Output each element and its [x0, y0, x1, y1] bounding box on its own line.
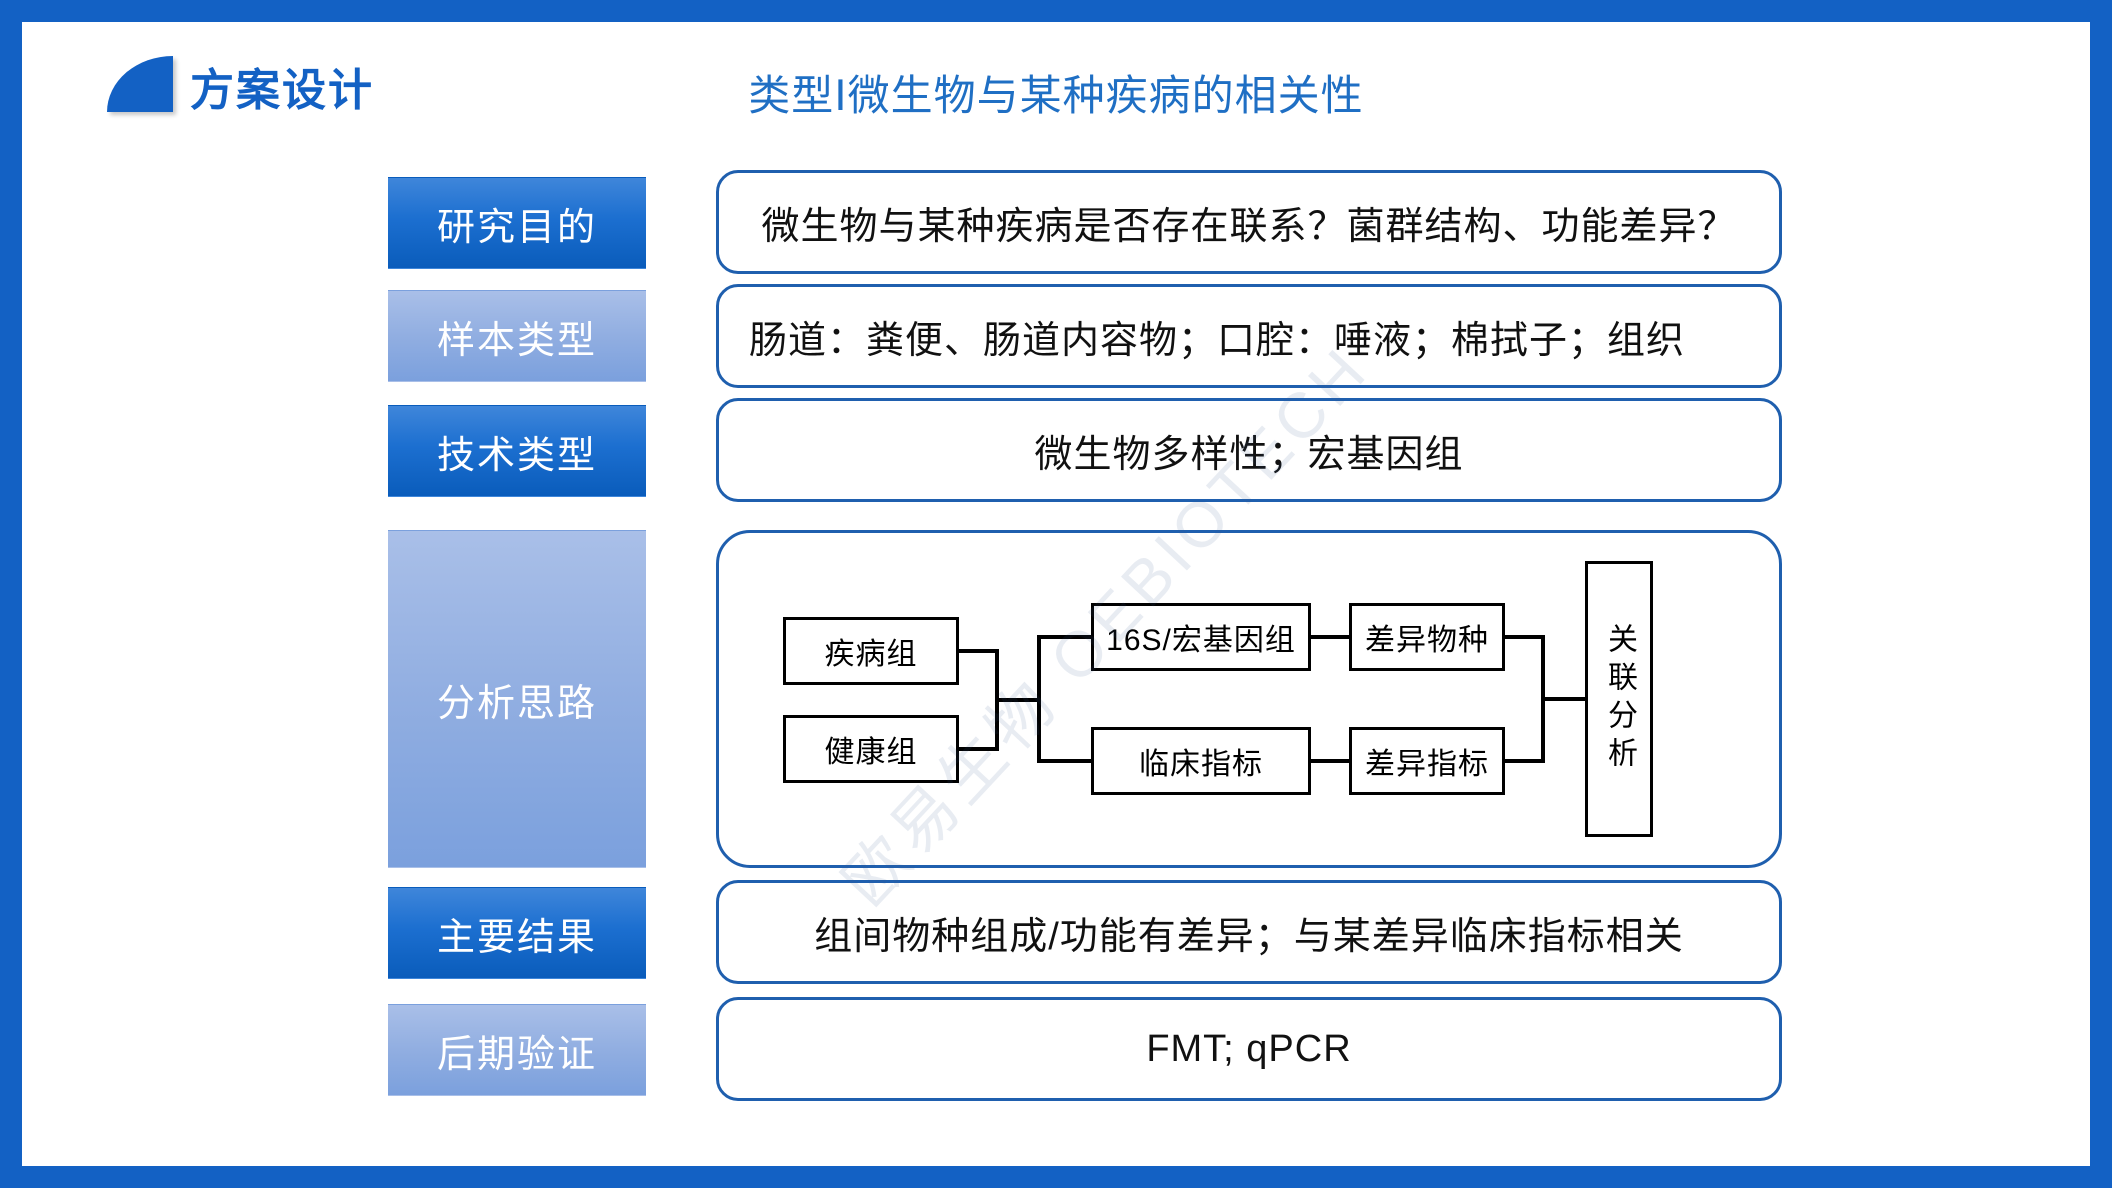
flow-node-clinical-index: 临床指标: [1091, 727, 1311, 795]
row-label-text: 分析思路: [436, 682, 597, 725]
row-content-text: 肠道：粪便、肠道内容物；口腔：唾液；棉拭子；组织: [749, 319, 1686, 362]
row-content-text: 微生物多样性；宏基因组: [1034, 433, 1464, 476]
flow-node-label: 临床指标: [1139, 748, 1263, 781]
row-label-research-purpose: 研究目的: [388, 177, 646, 269]
flow-node-label: 差异物种: [1365, 624, 1489, 657]
flow-node-correlation-analysis: 关联分析: [1585, 561, 1653, 837]
flow-node-disease-group: 疾病组: [783, 617, 959, 685]
row-label-later-validation: 后期验证: [388, 1004, 646, 1096]
flow-node-label: 疾病组: [824, 638, 918, 671]
row-label-main-results: 主要结果: [388, 887, 646, 979]
row-content-text: 组间物种组成/功能有差异；与某差异临床指标相关: [814, 915, 1684, 958]
row-label-text: 后期验证: [436, 1033, 597, 1076]
row-label-sample-type: 样本类型: [388, 290, 646, 382]
section-label: 方案设计: [190, 66, 374, 115]
row-content-text: 微生物与某种疾病是否存在联系？菌群结构、功能差异？: [761, 205, 1737, 248]
row-label-text: 样本类型: [436, 319, 597, 362]
flow-node-label: 16S/宏基因组: [1106, 624, 1296, 657]
flow-connector-lines: [959, 635, 1585, 763]
flow-node-label: 差异指标: [1365, 748, 1489, 781]
row-content-main-results: 组间物种组成/功能有差异；与某差异临床指标相关: [716, 880, 1782, 984]
row-label-technique-type: 技术类型: [388, 405, 646, 497]
row-label-text: 技术类型: [436, 434, 597, 477]
row-content-research-purpose: 微生物与某种疾病是否存在联系？菌群结构、功能差异？: [716, 170, 1782, 274]
row-label-analysis-strategy: 分析思路: [388, 530, 646, 868]
flow-node-diff-index: 差异指标: [1349, 727, 1505, 795]
row-content-sample-type: 肠道：粪便、肠道内容物；口腔：唾液；棉拭子；组织: [716, 284, 1782, 388]
row-content-text: FMT; qPCR: [1146, 1027, 1352, 1070]
flow-node-label: 健康组: [824, 736, 918, 769]
page-title: 类型Ⅰ微生物与某种疾病的相关性: [748, 72, 1364, 119]
row-label-text: 主要结果: [436, 916, 597, 959]
row-label-text: 研究目的: [436, 206, 597, 249]
row-content-later-validation: FMT; qPCR: [716, 997, 1782, 1101]
flow-node-label: 关联分析: [1603, 623, 1636, 775]
slide-canvas: 欧易生物 OEBIOTECH 方案设计 类型Ⅰ微生物与某种疾病的相关性 研究目的…: [22, 22, 2090, 1166]
flow-node-healthy-group: 健康组: [783, 715, 959, 783]
row-content-technique-type: 微生物多样性；宏基因组: [716, 398, 1782, 502]
slide-header: 方案设计 类型Ⅰ微生物与某种疾病的相关性: [22, 22, 2090, 132]
analysis-flow-diagram: 疾病组 健康组 16S/宏基因组 临床指标 差异物种 差异指标 关联分析: [716, 530, 1782, 868]
flow-node-diff-species: 差异物种: [1349, 603, 1505, 671]
flow-node-omics: 16S/宏基因组: [1091, 603, 1311, 671]
